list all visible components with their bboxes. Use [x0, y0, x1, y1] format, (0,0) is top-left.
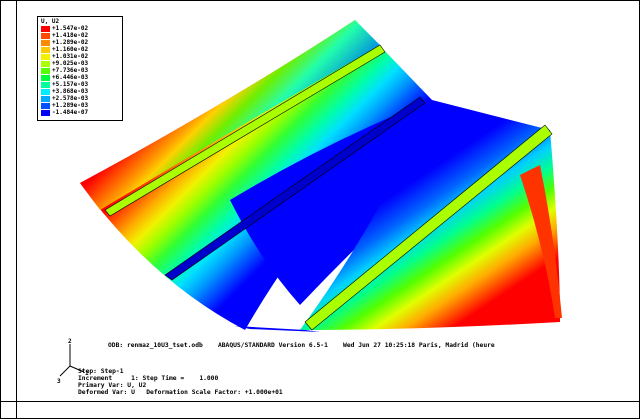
- legend-entry: +6.446e-03: [41, 74, 121, 81]
- legend-swatch: [41, 89, 50, 95]
- legend-label: +6.446e-03: [52, 74, 89, 81]
- step-info-4: Deformed Var: U Deformation Scale Factor…: [78, 389, 283, 396]
- legend-swatch: [41, 40, 50, 46]
- legend-entry: +1.547e-02: [41, 25, 121, 32]
- step-info-2: Increment 1: Step Time = 1.000: [78, 375, 219, 382]
- legend-label: +5.157e-03: [52, 81, 89, 88]
- legend-swatch: [41, 26, 50, 32]
- legend-title: U, U2: [41, 18, 60, 25]
- legend-label: +1.160e-02: [52, 46, 89, 53]
- triad-axis-3: 3: [57, 378, 61, 385]
- prompt-divider: [0, 401, 640, 402]
- legend-label: +1.418e-02: [52, 32, 89, 39]
- legend-label: +3.868e-03: [52, 88, 89, 95]
- triad-axis-2: 2: [68, 338, 72, 345]
- stiffener-rim: [235, 326, 320, 332]
- legend-entry: +1.289e-03: [41, 102, 121, 109]
- legend-swatch: [41, 33, 50, 39]
- legend-label: +1.031e-02: [52, 53, 89, 60]
- axis-triad: [59, 344, 85, 377]
- legend-label: +2.578e-03: [52, 95, 89, 102]
- legend-label: +1.289e-02: [52, 39, 89, 46]
- legend-entry: -1.484e-07: [41, 109, 121, 116]
- legend-label: +1.547e-02: [52, 25, 89, 32]
- legend-label: +7.736e-03: [52, 67, 89, 74]
- stiffener-top: [104, 44, 386, 217]
- stiffener-right: [304, 124, 553, 331]
- triad-axis-1: 1: [85, 370, 89, 377]
- legend-swatch: [41, 110, 50, 116]
- legend-swatch: [41, 82, 50, 88]
- legend-entry: +9.025e-03: [41, 60, 121, 67]
- legend-entry: +2.578e-03: [41, 95, 121, 102]
- odb-info-line: ODB: renmaz_10U3_tset.odb ABAQUS/STANDAR…: [108, 342, 495, 349]
- legend-entry: +5.157e-03: [41, 81, 121, 88]
- contour-legend: U, U2 +1.547e-02+1.418e-02+1.289e-02+1.1…: [37, 16, 123, 121]
- step-info-1: Step: Step-1: [78, 368, 124, 375]
- legend-label: +9.025e-03: [52, 60, 89, 67]
- shell-surface-left: [80, 20, 432, 330]
- legend-entry: +1.289e-02: [41, 39, 121, 46]
- legend-entry: +7.736e-03: [41, 67, 121, 74]
- legend-swatch: [41, 54, 50, 60]
- legend-swatch: [41, 103, 50, 109]
- step-info-3: Primary Var: U, U2: [78, 382, 147, 389]
- legend-entry: +1.031e-02: [41, 53, 121, 60]
- toolbox-divider: [16, 0, 17, 419]
- legend-swatch: [41, 68, 50, 74]
- legend-swatch: [41, 47, 50, 53]
- legend-swatch: [41, 96, 50, 102]
- stiffener-middle: [164, 96, 426, 281]
- legend-swatch: [41, 61, 50, 67]
- shell-surface-top: [80, 20, 380, 210]
- legend-label: +1.289e-03: [52, 102, 89, 109]
- legend-swatch: [41, 75, 50, 81]
- legend-entry: +1.418e-02: [41, 32, 121, 39]
- legend-label: -1.484e-07: [52, 109, 89, 116]
- legend-entry: +1.160e-02: [41, 46, 121, 53]
- legend-entry: +3.868e-03: [41, 88, 121, 95]
- shell-surface-right-edge: [520, 165, 562, 318]
